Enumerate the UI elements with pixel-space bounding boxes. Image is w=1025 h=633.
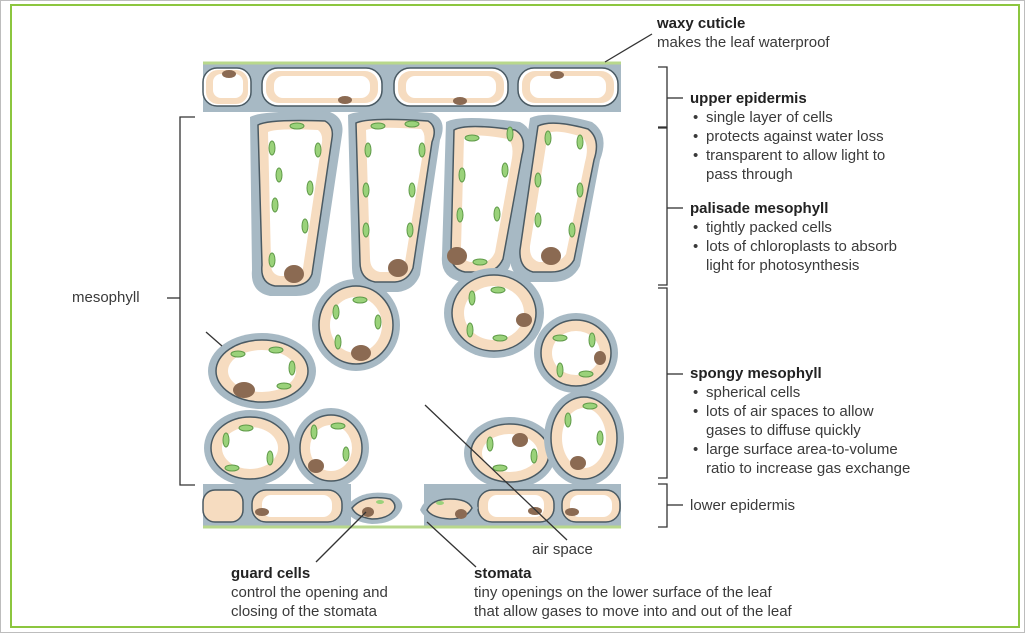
lower-epidermis-cells [203,484,621,528]
guard-cells-title: guard cells [231,564,388,583]
waxy-cuticle-label: waxy cuticle makes the leaf waterproof [657,14,830,52]
lower-epidermis-text: lower epidermis [690,496,795,515]
stomata-title: stomata [474,564,792,583]
mesophyll-text: mesophyll [72,288,140,307]
palisade-title: palisade mesophyll [690,199,897,218]
upper-epidermis-bullet: single layer of cells [690,108,885,127]
guard-cells-shape [345,493,478,524]
upper-epidermis-continuation: pass through [690,165,885,184]
waxy-cuticle-title: waxy cuticle [657,14,830,33]
upper-epidermis-title: upper epidermis [690,89,885,108]
spongy-continuation: gases to diffuse quickly [690,421,910,440]
spongy-continuation: ratio to increase gas exchange [690,459,910,478]
mesophyll-label: mesophyll [72,288,140,307]
stomata-line: that allow gases to move into and out of… [474,602,792,621]
lower-epidermis-label: lower epidermis [690,496,795,515]
upper-epidermis-bullet: protects against water loss [690,127,885,146]
waxy-cuticle-desc: makes the leaf waterproof [657,33,830,52]
upper-epidermis-label: upper epidermis single layer of cells pr… [690,89,885,184]
upper-epidermis-bullet: transparent to allow light to [690,146,885,165]
upper-epidermis-cells [203,62,621,112]
spongy-label: spongy mesophyll spherical cells lots of… [690,364,910,478]
palisade-bullet: lots of chloroplasts to absorb [690,237,897,256]
guard-cells-line: closing of the stomata [231,602,388,621]
stomata-label: stomata tiny openings on the lower surfa… [474,564,792,621]
spongy-bullet: lots of air spaces to allow [690,402,910,421]
stomata-line: tiny openings on the lower surface of th… [474,583,792,602]
spongy-title: spongy mesophyll [690,364,910,383]
palisade-bullet: tightly packed cells [690,218,897,237]
palisade-continuation: light for photosynthesis [690,256,897,275]
spongy-bullet: spherical cells [690,383,910,402]
palisade-label: palisade mesophyll tightly packed cells … [690,199,897,275]
air-space-text: air space [532,540,593,559]
spongy-bullet: large surface area-to-volume [690,440,910,459]
guard-cells-line: control the opening and [231,583,388,602]
guard-cells-label: guard cells control the opening and clos… [231,564,388,621]
air-space-label: air space [532,540,593,559]
